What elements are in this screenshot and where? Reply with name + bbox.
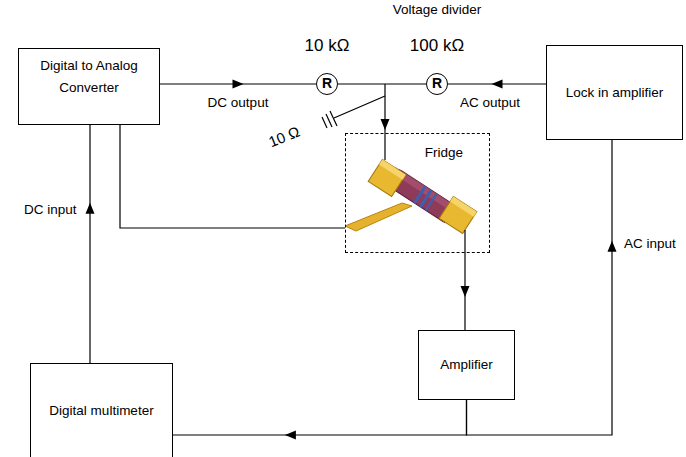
resistor-value: 10 kΩ [305,36,350,56]
signal-wire [120,125,345,228]
box-label: Lock in amplifier [562,82,668,104]
gate-electrode [345,203,412,231]
resistor-value: 10 Ω [264,122,304,151]
diagram-title: Voltage divider [391,2,484,17]
resistor-value: 100 kΩ [410,36,464,56]
signal-label: DC input [22,202,79,217]
fridge-region: Fridge [345,133,490,253]
device [368,159,477,233]
signal-label: AC input [622,236,678,251]
signal-wire [89,125,90,363]
box-label: Digital to Analog Converter [24,55,154,98]
multimeter-box: Digital multimeter [30,363,173,457]
ground-symbol [322,111,337,128]
resistor-circle: 100 kΩR [426,73,448,95]
resistor-symbol: R [427,74,447,94]
arrow-head [233,80,244,89]
box-label: Digital multimeter [45,400,157,422]
resistor-symbol: R [317,74,337,94]
arrow-head [608,241,617,252]
resistor-circle: 10 kΩR [316,73,338,95]
output-wire [464,230,465,253]
converter-box: Digital to Analog Converter [18,48,160,125]
signal-wire [338,83,426,84]
box-label: Amplifier [436,354,497,376]
arrow-head [381,119,390,130]
arrow-head [86,203,95,214]
lockin-box: Lock in amplifier [546,45,683,140]
arrow-head [461,286,470,297]
signal-wire [173,400,467,435]
arrow-head [285,431,296,440]
region-label: Fridge [425,142,463,164]
signal-label: DC output [206,95,271,110]
ground-wire [334,96,385,118]
signal-label: AC output [458,95,522,110]
amplifier-box: Amplifier [418,330,515,400]
arrow-head [492,80,503,89]
